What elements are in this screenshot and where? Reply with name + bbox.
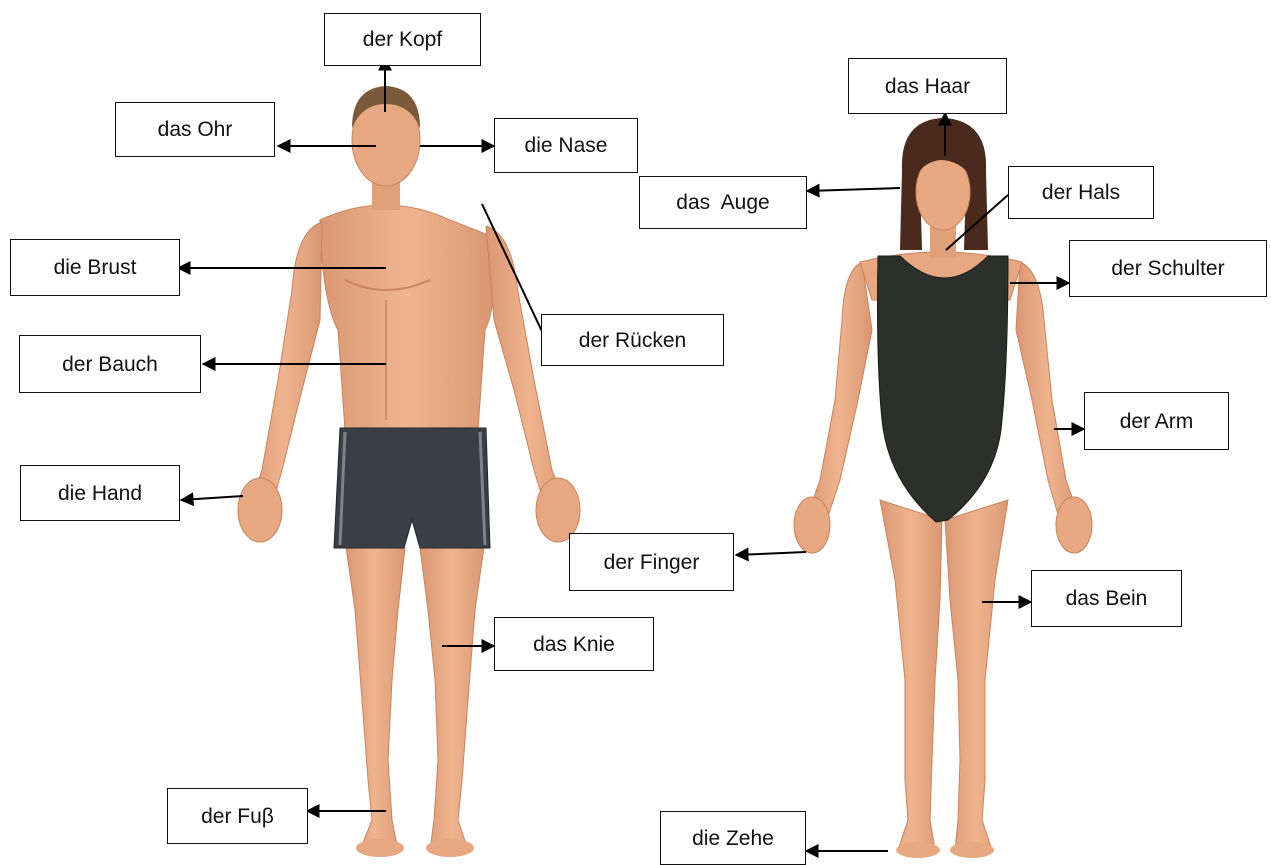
- label-der-hals: der Hals: [1008, 166, 1154, 219]
- label-das-haar: das Haar: [848, 58, 1007, 114]
- woman-right-leg: [945, 500, 1008, 850]
- woman-left-arm: [806, 262, 872, 528]
- woman-swimsuit: [878, 256, 1009, 522]
- man-figure: [238, 86, 580, 857]
- arrow-auge: [807, 188, 900, 191]
- label-der-arm: der Arm: [1084, 392, 1229, 450]
- man-torso: [320, 205, 493, 430]
- label-der-schulter: der Schulter: [1069, 240, 1267, 297]
- label-das-knie: das Knie: [494, 617, 654, 671]
- label-der-bauch: der Bauch: [19, 335, 201, 393]
- label-der-ruecken: der Rücken: [541, 314, 724, 366]
- label-das-bein: das Bein: [1031, 570, 1182, 627]
- woman-right-arm: [1016, 262, 1080, 528]
- man-left-leg: [345, 540, 405, 850]
- label-der-finger: der Finger: [569, 533, 734, 591]
- label-der-kopf: der Kopf: [324, 13, 481, 66]
- label-der-fuss: der Fuβ: [167, 788, 308, 844]
- arrow-hand: [181, 496, 243, 500]
- man-left-hand: [238, 478, 282, 542]
- man-right-leg: [420, 540, 485, 850]
- label-das-auge: das Auge: [639, 176, 807, 229]
- label-das-ohr: das Ohr: [115, 102, 275, 157]
- man-trunks: [334, 428, 490, 548]
- label-die-brust: die Brust: [10, 239, 180, 296]
- woman-left-leg: [880, 500, 942, 850]
- woman-figure: [794, 118, 1092, 858]
- label-die-nase: die Nase: [494, 118, 638, 173]
- label-die-zehe: die Zehe: [660, 811, 806, 865]
- arrow-finger: [736, 552, 806, 555]
- label-die-hand: die Hand: [20, 465, 180, 521]
